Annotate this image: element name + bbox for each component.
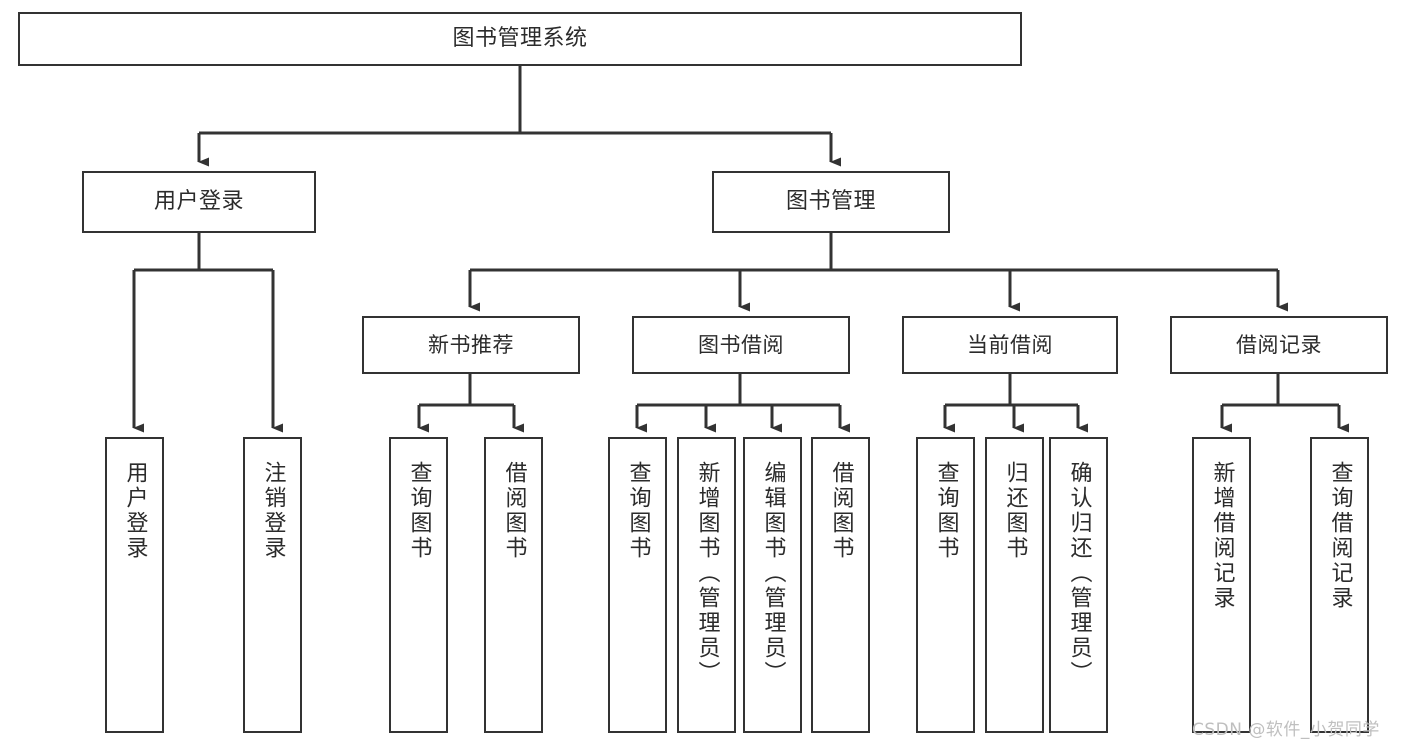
node-user-login-label: 用户登录 <box>153 189 244 215</box>
node-book-management-label: 图书管理 <box>785 189 876 215</box>
node-leaf-query-borrow-record-label: 查询借阅记录 <box>1327 461 1353 611</box>
node-borrow-record-label: 借阅记录 <box>1236 332 1322 357</box>
node-leaf-query-book-current[interactable]: 查询图书 <box>916 437 975 733</box>
node-leaf-return-book-label: 归还图书 <box>1002 461 1028 561</box>
node-root-system-label: 图书管理系统 <box>452 26 588 52</box>
node-root-system[interactable]: 图书管理系统 <box>18 12 1022 66</box>
node-book-management[interactable]: 图书管理 <box>712 171 950 233</box>
node-book-borrow-label: 图书借阅 <box>698 332 784 357</box>
node-leaf-edit-book-admin[interactable]: 编辑图书（管理员） <box>743 437 802 733</box>
node-leaf-logout-label: 注销登录 <box>260 461 286 561</box>
node-leaf-edit-book-admin-label: 编辑图书（管理员） <box>760 461 786 686</box>
node-leaf-confirm-return-admin[interactable]: 确认归还（管理员） <box>1049 437 1108 733</box>
node-leaf-user-login[interactable]: 用户登录 <box>105 437 164 733</box>
node-leaf-query-book-recommend[interactable]: 查询图书 <box>389 437 448 733</box>
node-book-borrow[interactable]: 图书借阅 <box>632 316 850 374</box>
node-user-login[interactable]: 用户登录 <box>82 171 316 233</box>
node-current-borrow[interactable]: 当前借阅 <box>902 316 1118 374</box>
node-leaf-return-book[interactable]: 归还图书 <box>985 437 1044 733</box>
node-leaf-query-book-current-label: 查询图书 <box>933 461 959 561</box>
node-leaf-borrow-book-recommend[interactable]: 借阅图书 <box>484 437 543 733</box>
node-leaf-borrow-book-label: 借阅图书 <box>828 461 854 561</box>
node-leaf-add-book-admin[interactable]: 新增图书（管理员） <box>677 437 736 733</box>
node-current-borrow-label: 当前借阅 <box>967 332 1053 357</box>
node-leaf-add-book-admin-label: 新增图书（管理员） <box>694 461 720 686</box>
node-leaf-borrow-book-recommend-label: 借阅图书 <box>501 461 527 561</box>
node-leaf-query-book-borrow-label: 查询图书 <box>625 461 651 561</box>
node-leaf-query-book-recommend-label: 查询图书 <box>406 461 432 561</box>
node-leaf-query-borrow-record[interactable]: 查询借阅记录 <box>1310 437 1369 733</box>
node-leaf-add-borrow-record-label: 新增借阅记录 <box>1209 461 1235 611</box>
node-new-book-recommend-label: 新书推荐 <box>428 332 514 357</box>
node-new-book-recommend[interactable]: 新书推荐 <box>362 316 580 374</box>
node-leaf-confirm-return-admin-label: 确认归还（管理员） <box>1066 461 1092 686</box>
node-leaf-add-borrow-record[interactable]: 新增借阅记录 <box>1192 437 1251 733</box>
node-borrow-record[interactable]: 借阅记录 <box>1170 316 1388 374</box>
node-leaf-user-login-label: 用户登录 <box>122 461 148 561</box>
node-leaf-logout[interactable]: 注销登录 <box>243 437 302 733</box>
node-leaf-borrow-book[interactable]: 借阅图书 <box>811 437 870 733</box>
node-leaf-query-book-borrow[interactable]: 查询图书 <box>608 437 667 733</box>
